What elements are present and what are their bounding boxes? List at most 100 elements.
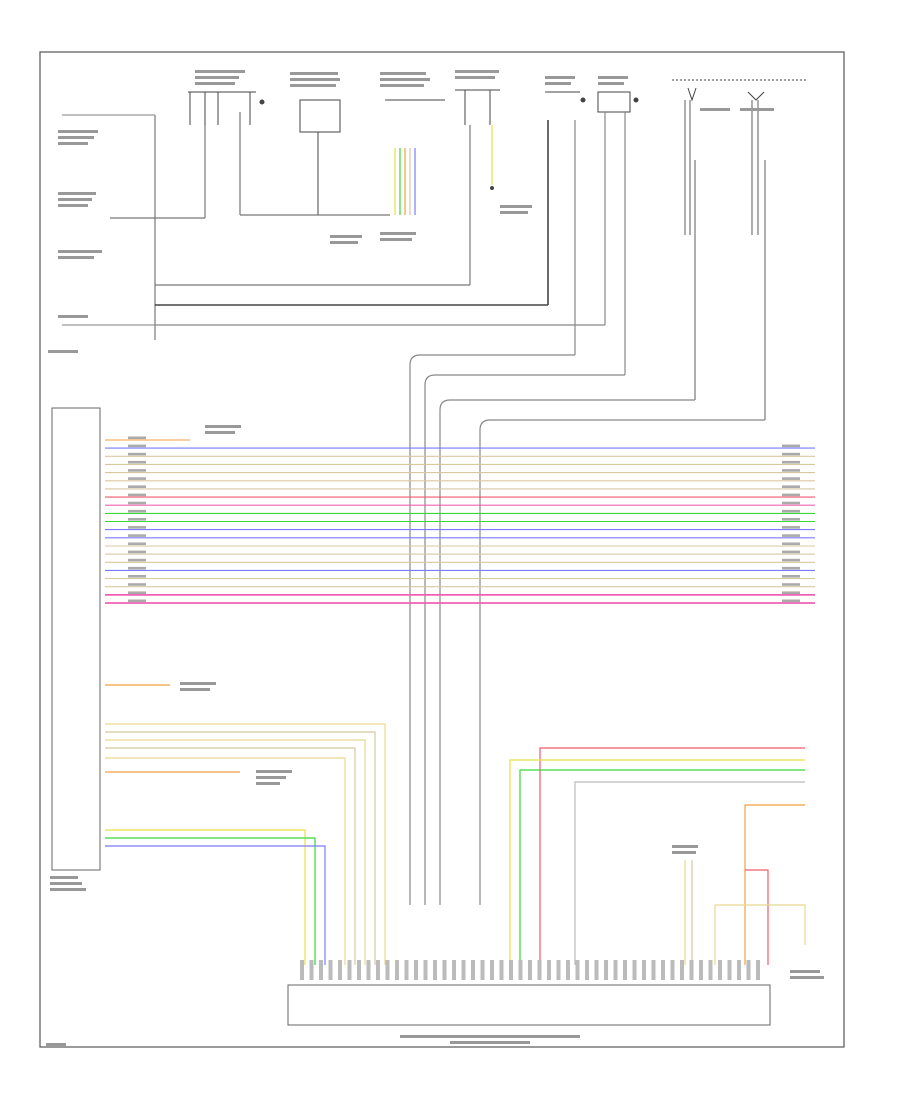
wire-label — [128, 493, 146, 497]
connector-pin — [480, 960, 485, 980]
left-module — [51, 407, 101, 871]
connector-pin — [347, 960, 352, 980]
wire-label — [128, 509, 146, 513]
bottom-connector-pins — [300, 960, 760, 980]
bottom-module — [287, 984, 771, 1026]
connector-pin — [737, 960, 741, 980]
lower-labels — [180, 425, 824, 979]
connector-pin — [594, 960, 599, 980]
connector-pin — [499, 960, 504, 980]
wire-label — [128, 526, 146, 529]
top-wires — [62, 100, 766, 905]
wire-label — [782, 509, 800, 513]
connector-pin — [537, 960, 542, 980]
wire-label — [782, 518, 800, 521]
connector-pin — [442, 960, 447, 980]
wire-label — [128, 558, 146, 562]
top-components — [188, 79, 808, 215]
wire-label — [128, 566, 146, 570]
wire-label — [782, 452, 800, 456]
connector-pin — [756, 960, 760, 980]
footer-code — [46, 1043, 66, 1046]
connector-pin — [670, 960, 675, 980]
wire-label — [782, 542, 800, 546]
connector-pin — [471, 960, 475, 980]
connector-pin — [376, 960, 380, 980]
wire-label — [782, 485, 800, 488]
wire-label — [128, 485, 146, 488]
connector-pin — [433, 960, 437, 980]
connector-pin — [423, 960, 428, 980]
connector-pin — [680, 960, 684, 980]
connector-pin — [575, 960, 580, 980]
connector-pin — [746, 960, 751, 980]
wire-label — [782, 469, 800, 472]
wire-label — [128, 542, 146, 546]
wire-label — [128, 591, 146, 594]
wire-label — [782, 501, 800, 505]
wire-label — [782, 599, 800, 603]
diagram-frame — [39, 51, 845, 1048]
bottom-module-caption — [400, 1035, 580, 1044]
harness-wires — [105, 436, 815, 686]
wire-label — [128, 469, 146, 472]
wire-label — [128, 501, 146, 505]
relay-box — [299, 99, 341, 133]
connector-pin — [338, 960, 342, 980]
wire-label — [128, 518, 146, 521]
connector-pin — [547, 960, 551, 980]
connector-pin — [585, 960, 589, 980]
connector-pin — [718, 960, 722, 980]
connector-pin — [699, 960, 703, 980]
top-labels — [48, 70, 774, 353]
connector-pin — [366, 960, 371, 980]
connector-pin — [518, 960, 523, 980]
wire-label — [782, 444, 800, 448]
connector-pin — [613, 960, 618, 980]
connector-pin — [556, 960, 561, 980]
lower-right-wires — [509, 747, 806, 965]
connector-pin — [509, 960, 513, 980]
connector-pin — [300, 960, 304, 980]
connector-pin — [328, 960, 333, 980]
wire-label — [128, 444, 146, 448]
wire-label — [782, 575, 800, 578]
wire-label — [782, 526, 800, 529]
connector-pin — [404, 960, 409, 980]
wire-label — [782, 493, 800, 497]
connector-pin — [566, 960, 570, 980]
left-module-caption — [50, 876, 86, 891]
connector-pin — [395, 960, 399, 980]
wire-label — [128, 550, 146, 554]
connector-pin — [604, 960, 608, 980]
wire-label — [782, 534, 800, 537]
wire-label — [782, 566, 800, 570]
connector-pin — [319, 960, 323, 980]
connector-pin — [414, 960, 418, 980]
connector-pin — [623, 960, 627, 980]
connector-pin — [708, 960, 713, 980]
connector-pin — [651, 960, 656, 980]
wire-label — [128, 436, 146, 440]
wire-label — [128, 575, 146, 578]
wire-label — [782, 558, 800, 562]
wire-label — [128, 534, 146, 537]
connector-pin — [689, 960, 694, 980]
connector-pin — [727, 960, 732, 980]
connector-pin — [452, 960, 456, 980]
connector-pin — [490, 960, 494, 980]
lower-left-wires — [105, 723, 386, 965]
wire-label — [128, 583, 146, 586]
connector-pin — [309, 960, 314, 980]
connector-pin — [642, 960, 646, 980]
wire-label — [782, 550, 800, 554]
connector-pin — [661, 960, 665, 980]
wire-label — [782, 477, 800, 480]
connector-pin — [385, 960, 390, 980]
wire-label — [782, 583, 800, 586]
component-top-6 — [597, 91, 631, 113]
wire-label — [128, 460, 146, 464]
wire-label — [782, 591, 800, 594]
connector-pin — [357, 960, 361, 980]
